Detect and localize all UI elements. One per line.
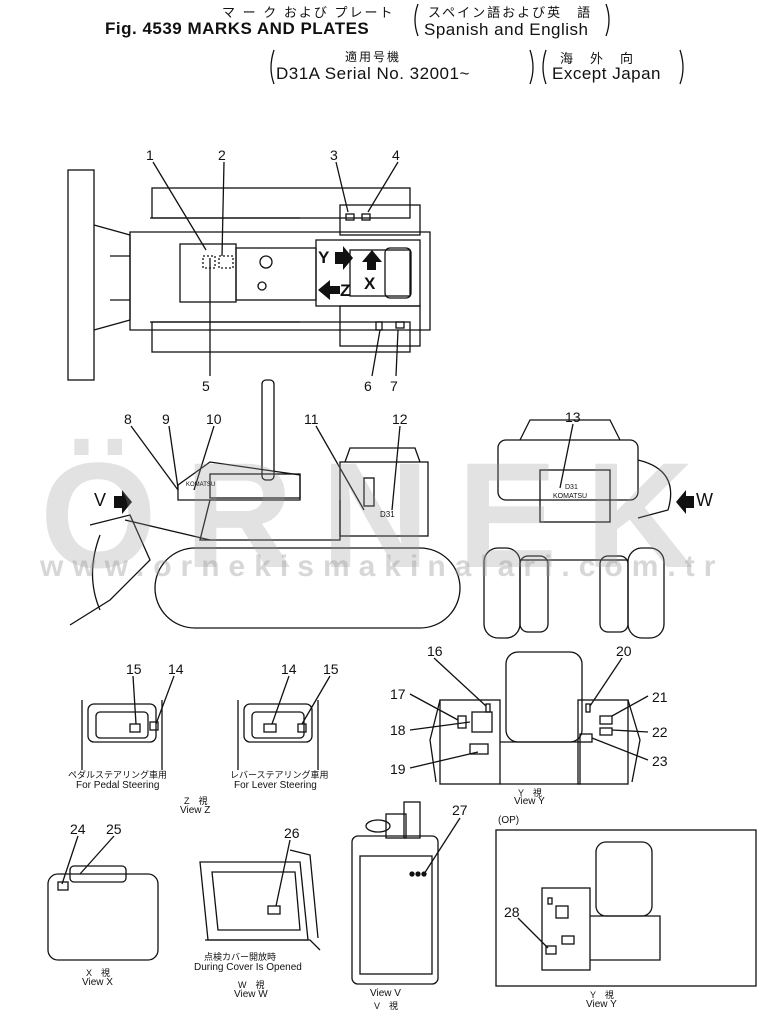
caption-x-en: View X [82, 977, 113, 988]
callout-7: 7 [390, 378, 398, 394]
callout-3: 3 [330, 147, 338, 163]
callout-12: 12 [392, 411, 408, 427]
callout-19: 19 [390, 761, 406, 777]
model-side-label: D31 [380, 510, 395, 519]
callout-16: 16 [427, 643, 443, 659]
callout-2: 2 [218, 147, 226, 163]
callout-20: 20 [616, 643, 632, 659]
side-view-drawing [69, 379, 461, 629]
caption-y-op-en: View Y [586, 999, 617, 1010]
figure-title: Fig. 4539 MARKS AND PLATES [105, 19, 370, 38]
language-japanese: スペイン語および英 語 [428, 5, 593, 20]
region-english: Except Japan [552, 64, 662, 83]
caption-w-cover-jp: 点検カバー開放時 [204, 952, 277, 962]
caption-z-en: View Z [180, 805, 211, 816]
callout-10: 10 [206, 411, 222, 427]
callout-24: 24 [70, 821, 86, 837]
caption-x-jp: X 視 [86, 968, 111, 978]
view-marker-z: Z [340, 281, 351, 300]
callout-5: 5 [202, 378, 210, 394]
callout-1: 1 [146, 147, 154, 163]
caption-lever-en: For Lever Steering [234, 780, 317, 791]
callout-21: 21 [652, 689, 668, 705]
caption-z-jp: Z 視 [184, 796, 208, 806]
callout-26: 26 [284, 825, 300, 841]
view-z-drawing [81, 700, 319, 770]
model-front-label: D31 [565, 484, 578, 491]
view-y-op-drawing [495, 829, 757, 987]
view-w-drawing [199, 849, 321, 951]
arrow-left-icon [318, 280, 340, 300]
callout-8: 8 [124, 411, 132, 427]
view-marker-v: V [94, 490, 107, 510]
arrow-right-icon [114, 490, 132, 514]
caption-w-jp: W 視 [238, 980, 265, 990]
callout-28: 28 [504, 904, 520, 920]
arrow-left-icon [676, 490, 694, 514]
callout-9: 9 [162, 411, 170, 427]
view-arrows [114, 246, 694, 514]
callout-18: 18 [390, 722, 406, 738]
callout-14: 14 [168, 661, 184, 677]
view-marker-w: W [696, 490, 713, 510]
view-v-drawing [351, 801, 439, 985]
language-english: Spanish and English [424, 20, 589, 39]
caption-op: (OP) [498, 815, 520, 826]
caption-pedal-en: For Pedal Steering [76, 780, 160, 791]
caption-y-en: View Y [514, 796, 545, 807]
callout-17: 17 [390, 686, 406, 702]
callout-11: 11 [304, 411, 319, 427]
caption-pedal-jp: ペダルステアリング車用 [68, 770, 168, 780]
caption-w-en: View W [234, 989, 268, 1000]
view-marker-x: X [364, 274, 376, 293]
callout-4: 4 [392, 147, 400, 163]
caption-y-jp: Y 視 [518, 788, 542, 798]
arrow-right-icon [335, 246, 353, 270]
callout-15-lever: 15 [323, 661, 339, 677]
komatsu-front-label: KOMATSU [553, 493, 588, 500]
caption-v-jp: V 視 [374, 1001, 399, 1011]
arrow-up-icon [362, 250, 382, 270]
region-japanese: 海 外 向 [560, 51, 636, 66]
view-y-drawing [429, 651, 641, 785]
top-view-drawing [67, 169, 431, 381]
caption-v-en: View V [370, 988, 401, 999]
view-marker-y: Y [318, 248, 330, 267]
callout-6: 6 [364, 378, 372, 394]
title-japanese: マ ー ク および プレート [222, 5, 395, 20]
callout-22: 22 [652, 724, 668, 740]
callout-13: 13 [565, 409, 581, 425]
callout-15: 15 [126, 661, 142, 677]
applicable-label: 適用号機 [345, 50, 402, 64]
view-x-drawing [47, 865, 159, 961]
callout-23: 23 [652, 753, 668, 769]
callout-27: 27 [452, 802, 468, 818]
callout-14-lever: 14 [281, 661, 297, 677]
caption-y-op-jp: Y 視 [590, 990, 614, 1000]
caption-lever-jp: レバーステアリング車用 [230, 770, 329, 780]
front-view-drawing [483, 419, 672, 639]
callout-25: 25 [106, 821, 122, 837]
serial-number: D31A Serial No. 32001~ [276, 64, 470, 83]
caption-w-cover-en: During Cover Is Opened [194, 962, 302, 973]
komatsu-side-label: KOMATSU [186, 482, 216, 488]
